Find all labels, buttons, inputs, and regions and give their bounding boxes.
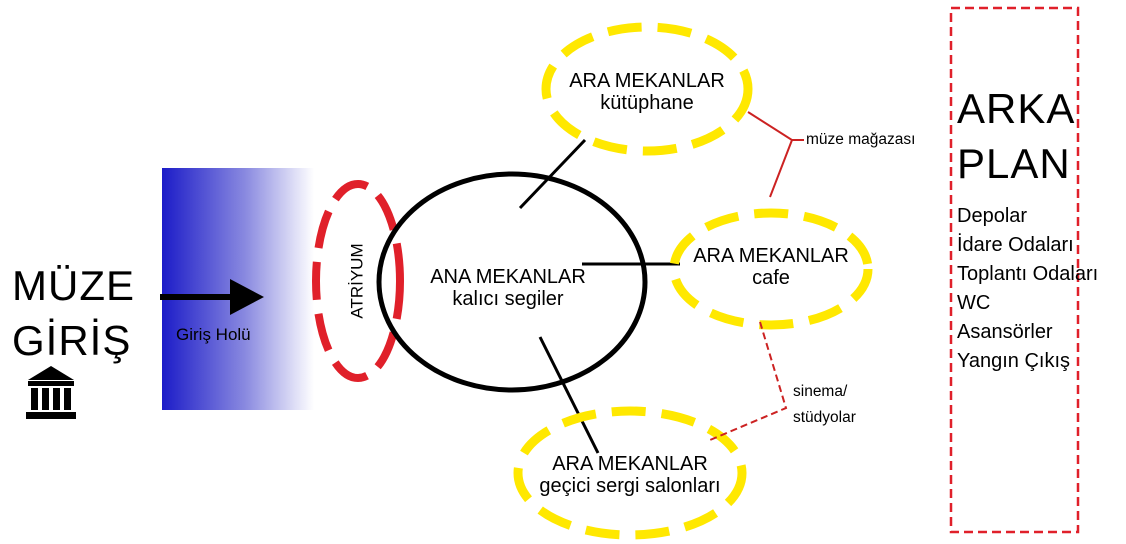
giris-holu-label: Giriş Holü	[176, 325, 251, 344]
cafe-label: ARA MEKANLAR cafe	[676, 245, 866, 289]
background-zone-item: Toplantı Odaları	[957, 263, 1099, 285]
temporary-label: ARA MEKANLAR geçici sergi salonları	[521, 453, 739, 497]
cinema-label-line1: sinema/	[793, 383, 848, 400]
atrium-ellipse	[312, 180, 404, 382]
connector-main-library	[518, 138, 587, 210]
museum-shop-connector	[747, 111, 794, 198]
background-zone-item: İdare Odaları	[957, 234, 1074, 256]
main-spaces-line1: ANA MEKANLAR	[430, 266, 586, 288]
museum-shop-label: müze mağazası	[806, 131, 916, 148]
background-zone-title-line1: ARKA	[957, 85, 1076, 132]
background-zone-item: Asansörler	[957, 321, 1053, 343]
connector-main-temporary	[538, 336, 600, 454]
entrance-arrow-head	[230, 279, 264, 315]
temporary-line2: geçici sergi salonları	[539, 475, 721, 497]
atrium-label: ATRİYUM	[347, 243, 367, 319]
background-zone-border	[949, 6, 1080, 534]
entrance-title-line1: MÜZE	[12, 262, 135, 309]
entrance-title-line2: GİRİŞ	[12, 317, 132, 364]
library-line1: ARA MEKANLAR	[569, 70, 725, 92]
library-ellipse	[541, 22, 753, 156]
background-zone-item: Depolar	[957, 205, 1028, 227]
cafe-ellipse	[669, 208, 873, 330]
library-label: ARA MEKANLAR kütüphane	[552, 70, 742, 114]
library-line2: kütüphane	[600, 92, 694, 114]
background-zone-item: Yangın Çıkış	[957, 350, 1071, 372]
temporary-line1: ARA MEKANLAR	[552, 453, 708, 475]
museum-building-icon	[26, 366, 76, 419]
cinema-label-line2: stüdyolar	[793, 409, 856, 426]
main-spaces-label: ANA MEKANLAR kalıcı segiler	[420, 266, 596, 310]
background-zone-title-line2: PLAN	[957, 140, 1071, 187]
temporary-ellipse	[513, 406, 747, 540]
main-spaces-line2: kalıcı segiler	[452, 288, 564, 310]
cafe-line2: cafe	[752, 267, 790, 289]
background-zone-item: WC	[957, 292, 991, 314]
cafe-line1: ARA MEKANLAR	[693, 245, 849, 267]
cinema-connector	[709, 321, 788, 441]
background-zone-list: Depolar İdare Odaları Toplantı Odaları W…	[957, 202, 1098, 376]
main-spaces-ellipse	[376, 171, 648, 393]
